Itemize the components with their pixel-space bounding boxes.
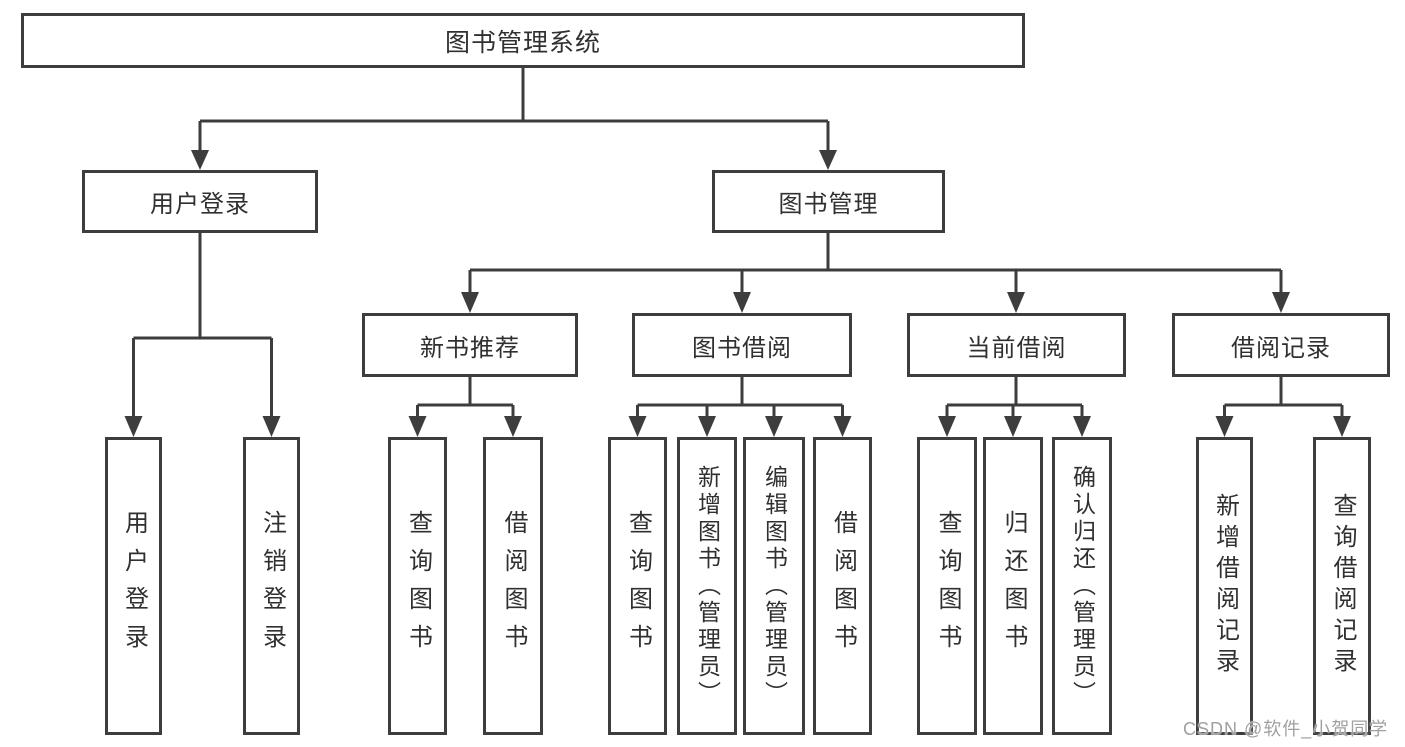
node-user-login: 用户登录 bbox=[82, 170, 318, 233]
leaf-borrow-book: 借阅图书 bbox=[813, 437, 872, 735]
leaf-recommend-borrow-book-label: 借阅图书 bbox=[500, 510, 527, 662]
node-current-borrow: 当前借阅 bbox=[907, 313, 1126, 377]
node-new-book-recommend: 新书推荐 bbox=[362, 313, 578, 377]
node-book-borrow-label: 图书借阅 bbox=[692, 334, 792, 362]
node-book-management-label: 图书管理 bbox=[778, 191, 879, 218]
leaf-edit-book-admin: 编辑图书（管理员） bbox=[743, 437, 805, 735]
node-root-label: 图书管理系统 bbox=[444, 28, 601, 57]
node-borrow-records-label: 借阅记录 bbox=[1231, 334, 1331, 362]
leaf-recommend-query-book-label: 查询图书 bbox=[404, 510, 432, 662]
leaf-return-book-label: 归还图书 bbox=[1000, 510, 1027, 662]
leaf-logout-label: 注销登录 bbox=[258, 510, 286, 662]
node-current-borrow-label: 当前借阅 bbox=[966, 334, 1067, 362]
node-new-book-recommend-label: 新书推荐 bbox=[420, 334, 520, 362]
leaf-recommend-borrow-book: 借阅图书 bbox=[483, 437, 543, 735]
leaf-logout: 注销登录 bbox=[243, 437, 300, 735]
node-book-management: 图书管理 bbox=[712, 170, 945, 233]
node-borrow-records: 借阅记录 bbox=[1172, 313, 1390, 377]
leaf-edit-book-admin-label: 编辑图书（管理员） bbox=[761, 464, 788, 708]
leaf-return-book: 归还图书 bbox=[983, 437, 1043, 735]
csdn-watermark: CSDN @软件_小贺同学 bbox=[1183, 719, 1389, 739]
leaf-current-query-book-label: 查询图书 bbox=[934, 510, 961, 662]
leaf-confirm-return-admin-label: 确认归还（管理员） bbox=[1069, 464, 1096, 708]
leaf-user-login-label: 用户登录 bbox=[120, 510, 148, 662]
node-book-borrow: 图书借阅 bbox=[632, 313, 852, 377]
leaf-user-login: 用户登录 bbox=[105, 437, 162, 735]
leaf-borrow-query-book: 查询图书 bbox=[608, 437, 667, 735]
leaf-add-book-admin-label: 新增图书（管理员） bbox=[694, 464, 721, 708]
leaf-borrow-book-label: 借阅图书 bbox=[829, 510, 857, 662]
leaf-borrow-query-book-label: 查询图书 bbox=[624, 510, 652, 662]
leaf-add-borrow-record: 新增借阅记录 bbox=[1196, 437, 1253, 735]
leaf-add-book-admin: 新增图书（管理员） bbox=[677, 437, 737, 735]
leaf-query-borrow-record-label: 查询借阅记录 bbox=[1329, 493, 1356, 679]
leaf-recommend-query-book: 查询图书 bbox=[388, 437, 447, 735]
leaf-confirm-return-admin: 确认归还（管理员） bbox=[1052, 437, 1112, 735]
leaf-current-query-book: 查询图书 bbox=[917, 437, 977, 735]
leaf-query-borrow-record: 查询借阅记录 bbox=[1313, 437, 1371, 735]
leaf-add-borrow-record-label: 新增借阅记录 bbox=[1211, 493, 1239, 679]
node-user-login-label: 用户登录 bbox=[150, 191, 250, 218]
node-root: 图书管理系统 bbox=[21, 13, 1025, 68]
